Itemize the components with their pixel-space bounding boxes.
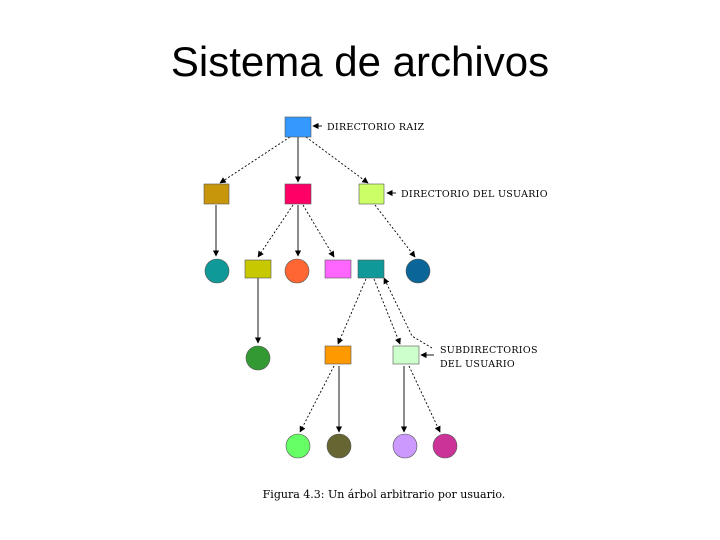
leaf-node-lightgreen (285, 433, 311, 459)
leaf-node-teal (204, 258, 230, 284)
edge-dir-b-file-olive (257, 204, 294, 258)
subdirectory-node-orange (324, 345, 352, 365)
subdirectories-label-line1: SUBDIRECTORIOS (440, 345, 538, 356)
edge-dir-teal-dir-orange (337, 278, 367, 345)
leaf-node-blue (405, 258, 431, 284)
edge-dir-c-leaf-blue (374, 204, 416, 258)
figure-caption: Figura 4.3: Un árbol arbitrario por usua… (263, 488, 506, 501)
leaf-node-lavender (392, 433, 418, 459)
slide-title: Sistema de archivos (170, 38, 550, 85)
directory-node-teal (357, 259, 385, 279)
directory-node-b (284, 183, 312, 205)
file-node-olive (244, 259, 272, 279)
directory-node-a (203, 183, 230, 205)
edge-root-dir-a (219, 136, 291, 184)
edge-dir-orange-leaf-lightgreen (299, 365, 335, 433)
root-directory-label: DIRECTORIO RAIZ (327, 122, 425, 133)
user-directory-label: DIRECTORIO DEL USUARIO (401, 189, 548, 200)
leaf-node-magenta (432, 433, 458, 459)
leaf-node-darkolive (326, 433, 352, 459)
leaf-node-green (245, 345, 271, 371)
edge-dir-mint-leaf-magenta (408, 365, 441, 433)
user-directory-node (358, 183, 385, 205)
leaf-node-orange (284, 258, 310, 284)
file-node-pink (324, 259, 352, 279)
edge-root-dir-c (305, 136, 369, 184)
root-directory-node (284, 116, 312, 138)
pointer-sub-label (383, 277, 433, 349)
edge-dir-b-file-pink (302, 204, 335, 258)
subdirectory-node-mint (392, 345, 420, 365)
edge-dir-teal-dir-mint (373, 278, 401, 345)
subdirectories-label-line2: DEL USUARIO (440, 359, 515, 370)
